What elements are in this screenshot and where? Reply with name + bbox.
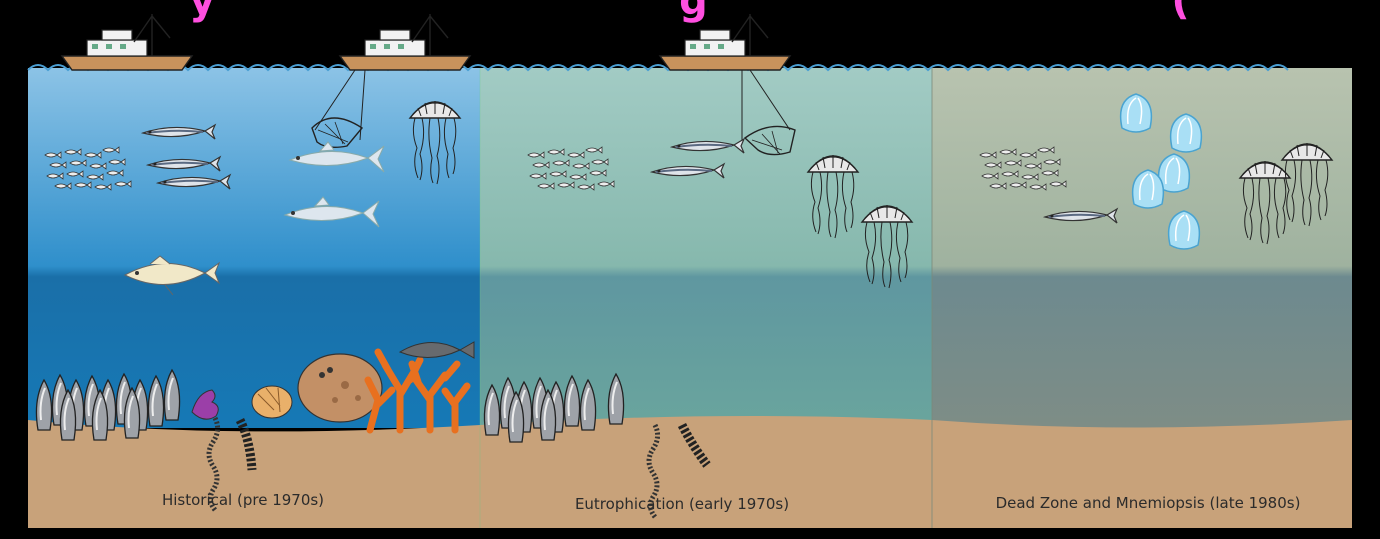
- panel-label-eutrophication: Eutrophication (early 1970s): [575, 495, 789, 513]
- mnemiopsis-icon: [1121, 94, 1152, 132]
- fishing-boat-icon: [340, 14, 470, 70]
- mnemiopsis-icon: [1169, 211, 1200, 249]
- panel-label-dead-zone: Dead Zone and Mnemiopsis (late 1980s): [996, 494, 1301, 512]
- fishing-boat-icon: [660, 14, 790, 70]
- crab-icon: [252, 386, 292, 418]
- mnemiopsis-icon: [1133, 170, 1164, 208]
- fishing-boat-icon: [62, 14, 192, 70]
- panel-label-historical: Historical (pre 1970s): [162, 491, 324, 509]
- mnemiopsis-icon: [1171, 114, 1202, 152]
- panel-eutrophication: [480, 68, 932, 428]
